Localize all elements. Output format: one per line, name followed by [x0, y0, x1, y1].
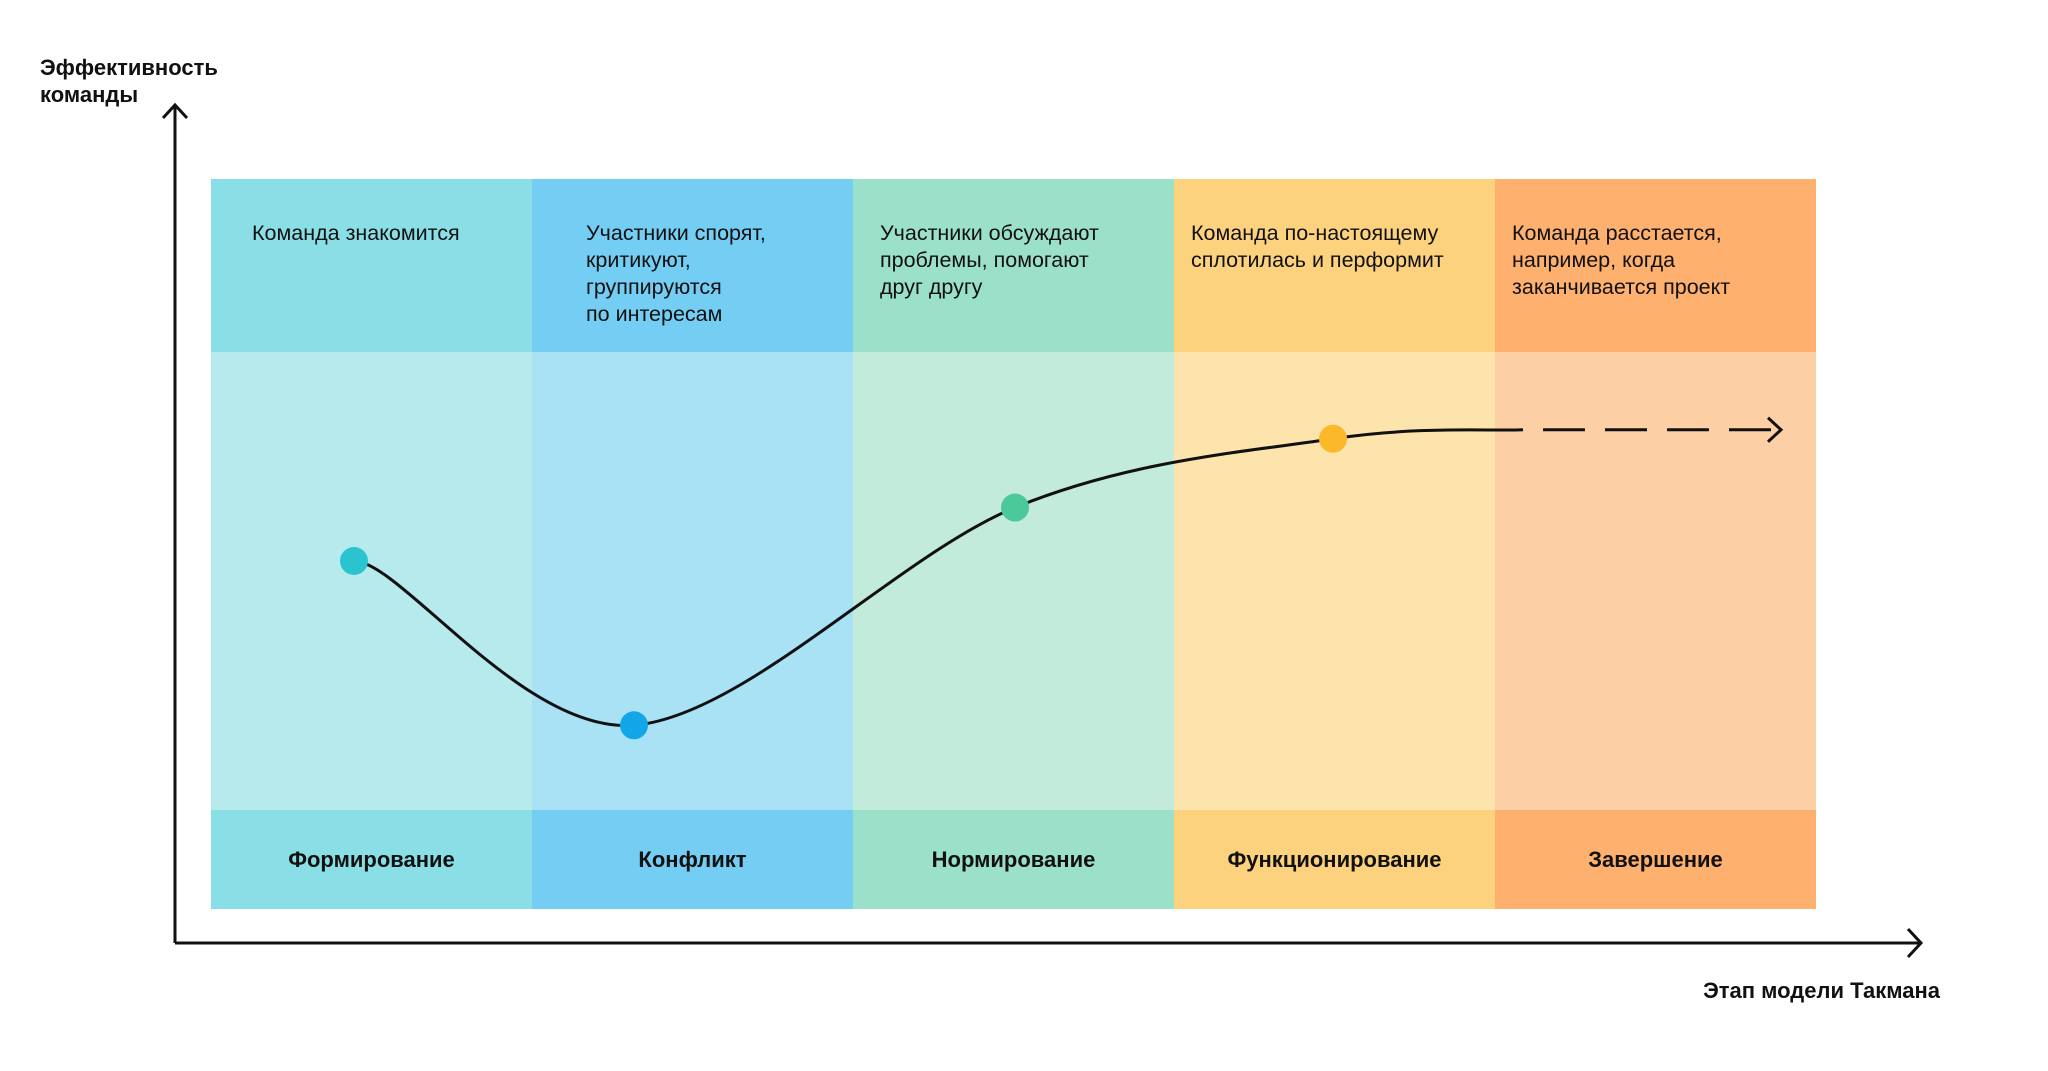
effectiveness-curve: [353, 428, 1524, 727]
y-axis-arrow: [161, 102, 189, 943]
stage-column: Участники спорят, критикуют, группируютс…: [532, 179, 853, 909]
stage-name: Конфликт: [532, 810, 853, 909]
stage-description: Участники обсуждают проблемы, помогают д…: [853, 179, 1174, 352]
stage-description: Команда по-настоящему сплотилась и перфо…: [1174, 179, 1495, 352]
x-axis-label: Этап модели Такмана: [1703, 978, 1940, 1003]
stage-point: [620, 711, 648, 740]
stage-name: Завершение: [1495, 810, 1816, 909]
stage-point: [1319, 424, 1347, 453]
stage-name: Формирование: [211, 810, 532, 909]
stage-description: Команда расстается, например, когда зака…: [1495, 179, 1816, 352]
stage-name: Нормирование: [853, 810, 1174, 909]
continuation-arrowhead: [1766, 416, 1784, 443]
stage-column: Участники обсуждают проблемы, помогают д…: [853, 179, 1174, 909]
stage-body: [532, 352, 853, 810]
x-axis-arrow: [175, 927, 1924, 959]
stage-point: [1001, 493, 1029, 522]
stage-point: [340, 547, 368, 575]
stage-column: Команда знакомится Формирование: [211, 179, 532, 909]
y-axis-label: Эффективность команды: [40, 55, 218, 107]
stage-description: Участники спорят, критикуют, группируютс…: [532, 179, 853, 352]
stage-body: [211, 352, 532, 810]
stage-description: Команда знакомится: [211, 179, 532, 352]
stage-name: Функционирование: [1174, 810, 1495, 909]
stage-body: [853, 352, 1174, 810]
